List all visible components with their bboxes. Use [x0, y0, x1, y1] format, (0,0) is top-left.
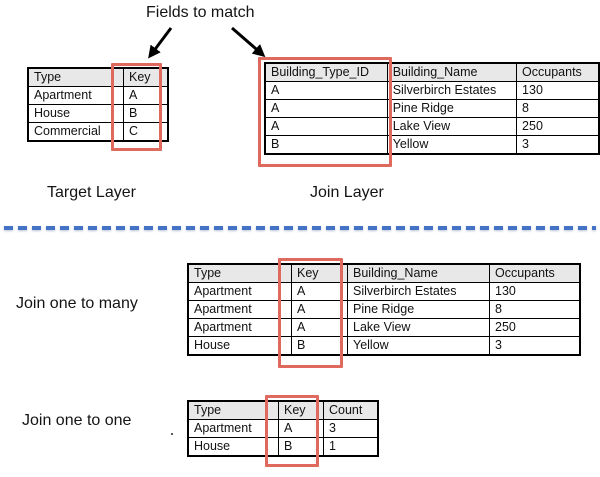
join-layer-label: Join Layer	[310, 184, 384, 201]
table-cell: 8	[489, 300, 581, 319]
table-cell: Lake View	[347, 318, 490, 337]
column-header-cell: Type	[187, 400, 279, 420]
arrow-to-target-key-icon	[148, 27, 173, 59]
column-header-cell: Type	[187, 263, 292, 283]
target-layer-label: Target Layer	[47, 184, 136, 201]
table-cell: 250	[489, 318, 581, 337]
table-cell: Commercial	[27, 122, 124, 142]
join-one-to-one-label: Join one to one	[22, 412, 132, 429]
join-one-to-many-label: Join one to many	[16, 295, 138, 312]
table-cell: House	[187, 336, 292, 356]
table-cell: C	[123, 122, 169, 142]
table-cell: House	[27, 104, 124, 123]
table-cell: Silverbirch Estates	[347, 282, 490, 301]
column-header-cell: Type	[27, 67, 124, 87]
table-cell: Silverbirch Estates	[386, 81, 518, 100]
table-cell: 3	[489, 336, 581, 356]
table-cell: Apartment	[187, 318, 292, 337]
table-cell: A	[278, 419, 324, 438]
table-cell: B	[278, 437, 324, 457]
table-cell: A	[123, 86, 169, 105]
arrow-to-join-key-icon	[231, 26, 266, 58]
table-cell: 130	[489, 282, 581, 301]
column-header-cell: Key	[278, 400, 324, 420]
table-cell: Apartment	[187, 282, 292, 301]
dashed-divider-line	[4, 226, 596, 230]
column-header-cell: Occupants	[516, 62, 600, 82]
table-cell: 1	[323, 437, 379, 457]
column-header-cell: Building_Name	[347, 263, 490, 283]
table-cell: 130	[516, 81, 600, 100]
table-cell: Yellow	[347, 336, 490, 356]
column-header-cell: Count	[323, 400, 379, 420]
table-cell: B	[123, 104, 169, 123]
table-cell: Yellow	[386, 135, 518, 155]
column-header-cell: Key	[291, 263, 348, 283]
table-cell: Pine Ridge	[347, 300, 490, 319]
table-cell: A	[264, 117, 388, 136]
table-cell: Apartment	[187, 300, 292, 319]
column-header-cell: Occupants	[489, 263, 581, 283]
table-cell: 250	[516, 117, 600, 136]
table-cell: Lake View	[386, 117, 518, 136]
table-cell: A	[291, 282, 348, 301]
table-cell: Apartment	[27, 86, 124, 105]
table-cell: A	[291, 318, 348, 337]
table-cell: A	[291, 300, 348, 319]
table-cell: A	[264, 81, 388, 100]
fields-to-match-label: Fields to match	[146, 4, 255, 21]
table-cell: 3	[323, 419, 379, 438]
table-cell: 3	[516, 135, 600, 155]
table-cell: B	[264, 135, 388, 155]
table-cell: B	[291, 336, 348, 356]
table-cell: Pine Ridge	[386, 99, 518, 118]
column-header-cell: Building_Name	[386, 62, 518, 82]
table-cell: House	[187, 437, 279, 457]
column-header-cell: Building_Type_ID	[264, 62, 388, 82]
column-header-cell: Key	[123, 67, 169, 87]
stray-dot	[171, 433, 173, 435]
table-cell: A	[264, 99, 388, 118]
table-cell: 8	[516, 99, 600, 118]
table-cell: Apartment	[187, 419, 279, 438]
